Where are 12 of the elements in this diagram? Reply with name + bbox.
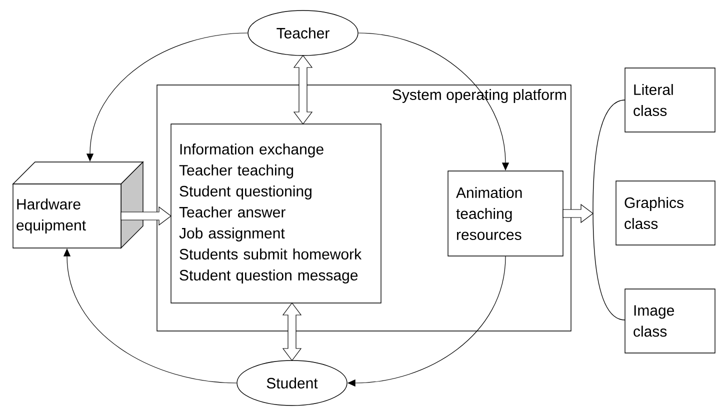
text-box: Image class: [624, 288, 716, 354]
text-box: Information exchange Teacher teaching Student questioning Teacher answer Job assignment Students submit homework Student question message: [170, 124, 382, 304]
hollow-arrow: [562, 204, 594, 224]
text-box: Graphics class: [616, 180, 716, 246]
hollow-arrow: [282, 302, 302, 361]
hollow-arrow: [293, 55, 313, 124]
bracket-shape: [592, 100, 626, 320]
text-box: Literal class: [624, 68, 716, 132]
hollow-arrow: [120, 206, 172, 226]
ellipse-node: Student: [236, 360, 348, 406]
ellipse-node: Teacher: [248, 10, 358, 56]
text-box: Animation teaching resources: [448, 170, 564, 256]
